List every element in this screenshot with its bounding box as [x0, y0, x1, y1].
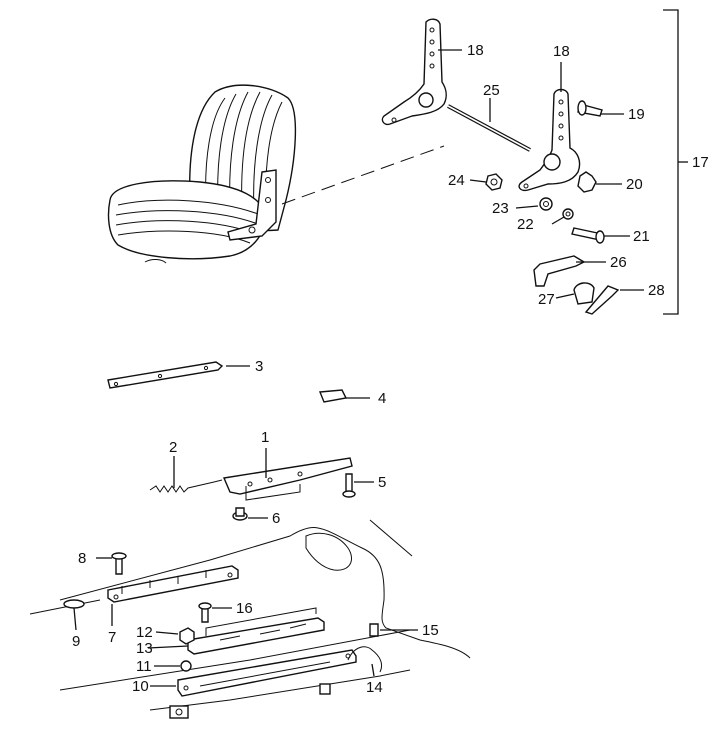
callout-6: 6: [272, 510, 280, 527]
callout-3: 3: [255, 358, 263, 375]
group-17-bracket: [663, 9, 679, 315]
callout-23: 23: [492, 200, 509, 217]
callout-9: 9: [72, 633, 80, 650]
callout-7: 7: [108, 629, 116, 646]
callout-26: 26: [610, 254, 627, 271]
callout-8: 8: [78, 550, 86, 567]
rail-parts: [29, 361, 471, 719]
seat-illustration: [107, 84, 445, 264]
callout-11: 11: [136, 658, 152, 675]
callout-labels: 18 18 25 19 17 24 20 23 22 21 26 27 28 3…: [72, 42, 709, 696]
callout-13: 13: [136, 640, 153, 657]
callout-17: 17: [692, 154, 709, 171]
callout-27: 27: [538, 291, 555, 308]
callout-1: 1: [261, 429, 269, 446]
callout-24: 24: [448, 172, 465, 189]
callout-2: 2: [169, 439, 177, 456]
callout-16: 16: [236, 600, 253, 617]
callout-18-right: 18: [553, 43, 570, 60]
callout-21: 21: [633, 228, 650, 245]
hinge-assembly: [381, 18, 620, 315]
callout-10: 10: [132, 678, 149, 695]
callout-15: 15: [422, 622, 439, 639]
callout-5: 5: [378, 474, 386, 491]
callout-19: 19: [628, 106, 645, 123]
callout-22: 22: [517, 216, 534, 233]
callout-20: 20: [626, 176, 643, 193]
callout-18-left: 18: [467, 42, 484, 59]
callout-28: 28: [648, 282, 665, 299]
leader-lines: [73, 49, 644, 687]
callout-12: 12: [136, 624, 153, 641]
callout-25: 25: [483, 82, 500, 99]
callout-4: 4: [378, 390, 386, 407]
callout-14: 14: [366, 679, 383, 696]
